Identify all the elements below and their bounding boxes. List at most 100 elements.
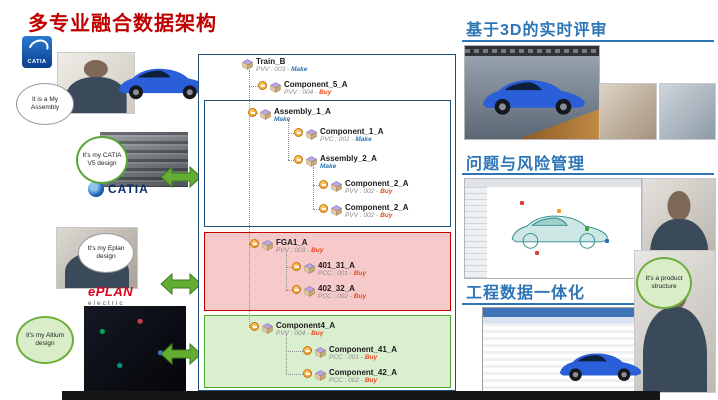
tree-node-component1: Component_1_A PVC : 001 - Make [294,127,384,144]
node-label: Component_41_A [329,345,398,354]
node-attr: PVV : 002 - [345,188,379,196]
spreadsheet-header [483,308,637,317]
blue-car-3d [482,80,585,115]
part-cube-icon [330,179,343,192]
node-label: 401_31_A [318,261,355,270]
speech-bubble-assembly: It is a My Assembly [16,83,74,125]
change-action-icon [319,180,328,189]
arrow-icon-catia [160,164,202,190]
tree-connector [313,167,314,209]
tree-connector [313,209,319,210]
risk-marker [520,201,524,205]
node-label: Component_5_A [284,80,348,89]
risk-marker [535,251,539,255]
change-action-icon [250,322,259,331]
cad-tree-panel [465,187,487,278]
catia-logo: CATIA [22,36,52,68]
node-attr: PVV : 002 - [345,212,379,220]
node-attr: PVV : 004 - [276,330,310,338]
node-label: 402_32_A [318,284,355,293]
tree-node-component41: Component_41_A PCC : 001 - Buy [303,345,397,362]
speech-bubble-product: It's a product structure [636,257,692,309]
tree-connector [288,160,294,161]
tree-node-401: 401_31_A PCC : 001 - Buy [292,261,366,278]
tree-connector [286,351,303,352]
speech-bubble-eplan: It's my Eplan design [78,233,134,273]
tree-node-component42: Component_42_A PCC : 002 - Buy [303,368,397,385]
section-underline [462,40,714,42]
part-cube-icon [269,80,282,93]
node-makebuy: Buy [353,270,367,278]
node-attr: PVC : 001 - [320,136,354,144]
part-cube-icon [259,107,272,120]
change-action-icon [250,239,259,248]
cad-toolbar [465,179,641,187]
tree-connector [313,185,319,186]
tree-node-assembly1: Assembly_1_A Make [248,107,331,124]
node-label: Assembly_2_A [320,154,377,163]
change-action-icon [292,262,301,271]
tree-node-fga1: FGA1_A PVV : 003 - Buy [250,238,323,255]
node-attr: PVV : 004 - [284,89,318,97]
part-cube-icon [241,57,254,70]
node-label: Assembly_1_A [274,107,331,116]
node-label: Component_1_A [320,127,384,136]
change-action-icon [292,285,301,294]
risk-marker [585,227,589,231]
tree-node-assembly2: Assembly_2_A Make [294,154,377,171]
node-makebuy: Buy [380,188,393,196]
tree-node-train: Train_B PVV : 003 - Make [241,57,308,74]
change-action-icon [319,204,328,213]
page-title: 多专业融合数据架构 [28,13,217,35]
blue-car-image [118,68,209,100]
part-cube-icon [314,345,327,358]
section-heading-engineering: 工程数据一体化 [466,285,586,302]
eplan-logo-sub: electric [88,300,125,307]
part-cube-icon [305,127,318,140]
part-cube-icon [303,284,316,297]
speech-bubble-altium: It's my Altium design [16,316,74,364]
node-attr: PCC : 001 - [329,354,363,362]
component-group-box [204,315,451,388]
change-action-icon [294,155,303,164]
screenshot-risk-cad [464,178,642,279]
node-attr: PCC : 001 - [318,270,352,278]
part-cube-icon [261,238,274,251]
change-action-icon [303,346,312,355]
node-makebuy: Make [291,66,308,74]
eplan-logo-label: ePLAN [88,284,134,299]
section-heading-risk: 问题与风险管理 [466,156,586,173]
node-label: Component_2_A [345,179,409,188]
section-heading-3d-review: 基于3D的实时评审 [466,22,608,39]
tree-connector [286,334,287,374]
speech-bubble-catia: It's my CATIA V5 design [76,136,128,184]
photo-review-team-2 [659,83,716,140]
tree-connector [249,70,250,328]
change-action-icon [303,369,312,378]
node-attr: PCC : 002 - [318,293,352,301]
node-makebuy: Buy [364,354,378,362]
fga-group-box [204,232,451,311]
risk-marker [605,239,609,243]
node-makebuy: Buy [380,212,393,220]
photo-review-team-1 [599,83,657,140]
change-action-icon [258,81,267,90]
node-makebuy: Buy [319,89,332,97]
ds-catia-label: CATIA [108,182,149,196]
section-underline [462,303,714,305]
node-label: Train_B [256,57,286,66]
node-makebuy: Make [320,163,337,171]
viewport-toolbar [465,46,599,56]
part-cube-icon [330,203,343,216]
tree-node-component5: Component_5_A PVV : 004 - Buy [258,80,348,97]
screenshot-3d-review [464,45,600,140]
arrow-icon-eplan [160,271,202,297]
tree-connector [286,374,303,375]
node-label: Component_2_A [345,203,409,212]
tree-connector [288,120,289,160]
node-makebuy: Make [274,116,291,124]
tree-connector [288,133,294,134]
node-attr: PCC : 002 - [329,377,363,385]
node-attr: PVV : 003 - [256,66,290,74]
tree-node-component2b: Component_2_A PVV : 002 - Buy [319,203,409,220]
